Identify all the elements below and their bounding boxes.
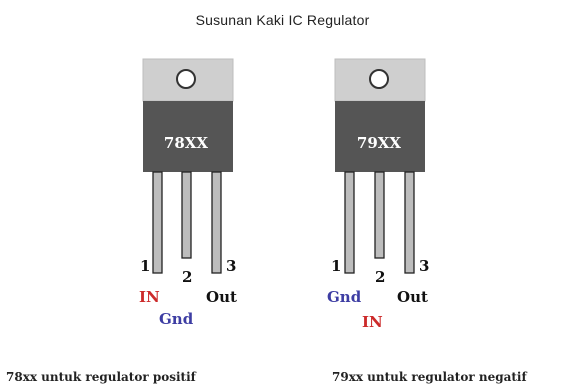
part-label: 79XX xyxy=(357,134,402,152)
label-in: IN xyxy=(139,288,160,306)
pin-1-lead xyxy=(152,171,163,274)
label-out: Out xyxy=(397,288,428,306)
pin-3-number: 3 xyxy=(226,257,236,275)
pin-1-number: 1 xyxy=(331,257,341,275)
mounting-hole xyxy=(176,69,196,89)
caption-79xx: 79xx untuk regulator negatif xyxy=(332,370,527,384)
pin-3-lead xyxy=(404,171,415,274)
pin-2-lead xyxy=(374,171,385,259)
pin-1-number: 1 xyxy=(140,257,150,275)
pin-2-lead xyxy=(181,171,192,259)
caption-78xx: 78xx untuk regulator positif xyxy=(6,370,196,384)
label-out: Out xyxy=(206,288,237,306)
part-label: 78XX xyxy=(164,134,209,152)
ic-body xyxy=(143,101,233,172)
regulator-79xx: 79XX 1 2 3 Gnd IN Out xyxy=(327,58,429,331)
label-gnd: Gnd xyxy=(159,310,194,328)
pin-3-number: 3 xyxy=(419,257,429,275)
mounting-hole xyxy=(369,69,389,89)
pin-2-number: 2 xyxy=(375,268,385,286)
diagram-title: Susunan Kaki IC Regulator xyxy=(195,12,370,28)
ic-body xyxy=(335,101,425,172)
pin-1-lead xyxy=(344,171,355,274)
pin-2-number: 2 xyxy=(182,268,192,286)
label-in: IN xyxy=(362,313,383,331)
label-gnd: Gnd xyxy=(327,288,362,306)
regulator-78xx: 78XX 1 2 3 IN Gnd Out xyxy=(139,58,237,328)
pin-3-lead xyxy=(211,171,222,274)
heatsink-tab xyxy=(334,58,426,102)
